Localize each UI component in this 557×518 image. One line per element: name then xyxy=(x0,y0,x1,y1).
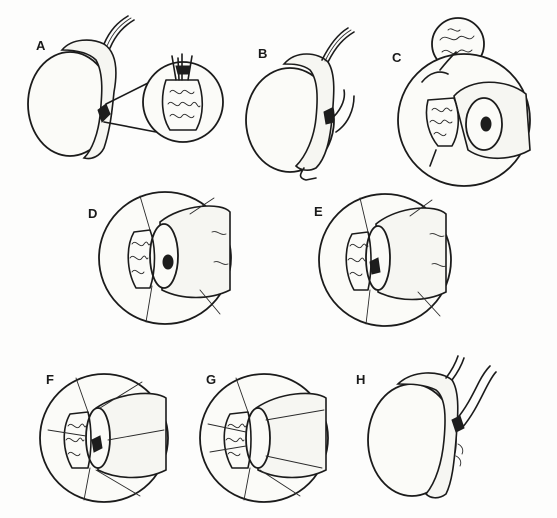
panel-d: D xyxy=(88,192,231,324)
panel-d-vas-lumen xyxy=(163,255,173,269)
panel-d-label: D xyxy=(88,206,97,221)
panel-g-label: G xyxy=(206,372,216,387)
panel-e-label: E xyxy=(314,204,323,219)
panel-c-label: C xyxy=(392,50,402,65)
panel-f-label: F xyxy=(46,372,54,387)
panel-f: F xyxy=(40,372,168,502)
panel-h-label: H xyxy=(356,372,365,387)
panel-b-label: B xyxy=(258,46,267,61)
panel-c-vas-lumen xyxy=(481,117,491,131)
panel-e: E xyxy=(314,194,451,326)
panel-g: G xyxy=(200,372,328,502)
panel-a: A xyxy=(28,16,223,159)
panel-h-vas xyxy=(456,366,496,428)
panel-b: B xyxy=(246,28,354,180)
panel-a-label: A xyxy=(36,38,46,53)
panel-c: C xyxy=(392,18,530,186)
panel-h: H xyxy=(356,356,496,498)
